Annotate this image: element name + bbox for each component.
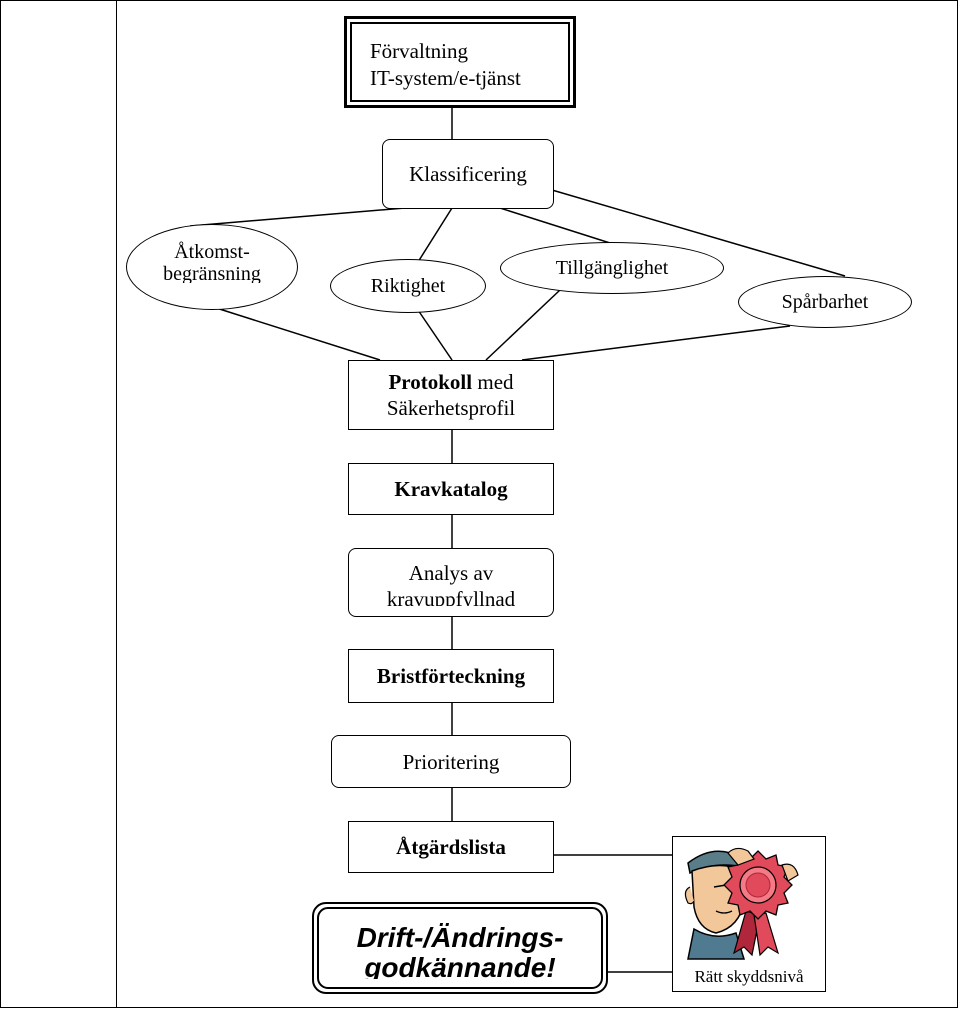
atkomst-line1: Åtkomst- [174,241,250,263]
forvaltning-line2: IT-system/e-tjänst [370,66,521,90]
sparbarhet-label: Spårbarhet [781,291,869,313]
connector-klass-tillganglighet [499,207,611,244]
forvaltning-box: Förvaltning IT-system/e-tjänst [344,16,576,108]
protokoll-line2: Säkerhetsprofil [386,396,516,420]
left-column-divider [116,0,117,1008]
person-holding-award-rosette-icon [684,847,799,960]
prioritering-label: Prioritering [402,749,500,774]
bristforteckning-box: Bristförteckning [348,649,554,703]
protokoll-bold-label: Protokoll [388,370,473,394]
kravkatalog-box: Kravkatalog [348,463,554,515]
tillganglighet-ellipse: Tillgänglighet [500,242,724,294]
atkomst-ellipse: Åtkomst- begränsning [126,224,298,310]
connector-klass-sparbarhet [551,189,846,277]
drift-line2: godkännande! [364,953,556,979]
tillganglighet-label: Tillgänglighet [555,257,669,279]
connector-atkomst-protokoll [209,305,381,361]
connector-klass-riktighet [417,207,453,263]
connector-riktighet-protokoll [417,309,453,361]
analys-box: Analys av kravuppfyllnad [348,548,554,617]
analys-line1: Analys av [408,561,494,585]
drift-line1: Drift-/Ändrings- [356,922,564,953]
klassificering-label: Klassificering [409,162,527,186]
atkomst-line2: begränsning [163,263,261,283]
award-box: Rätt skyddsnivå [672,836,826,992]
analys-line2: kravuppfyllnad [386,587,516,606]
riktighet-ellipse: Riktighet [330,259,486,313]
atgardslista-box: Åtgärdslista [348,821,554,873]
prioritering-box: Prioritering [331,735,571,788]
connector-klass-atkomst [189,207,406,227]
award-caption: Rätt skyddsnivå [694,967,804,986]
riktighet-label: Riktighet [370,275,446,297]
protokoll-rest-label: med [477,370,514,394]
forvaltning-line1: Förvaltning [370,39,468,63]
connector-sparbarhet-protokoll [521,325,791,361]
drift-godkannande-box: Drift-/Ändrings- godkännande! [312,902,608,994]
bristforteckning-label: Bristförteckning [376,664,526,688]
klassificering-box: Klassificering [382,139,554,209]
connector-tillganglighet-protokoll [485,289,561,361]
protokoll-box: Protokoll med Säkerhetsprofil [348,360,554,430]
sparbarhet-ellipse: Spårbarhet [738,276,912,328]
atgardslista-label: Åtgärdslista [396,835,506,859]
kravkatalog-label: Kravkatalog [394,477,508,501]
